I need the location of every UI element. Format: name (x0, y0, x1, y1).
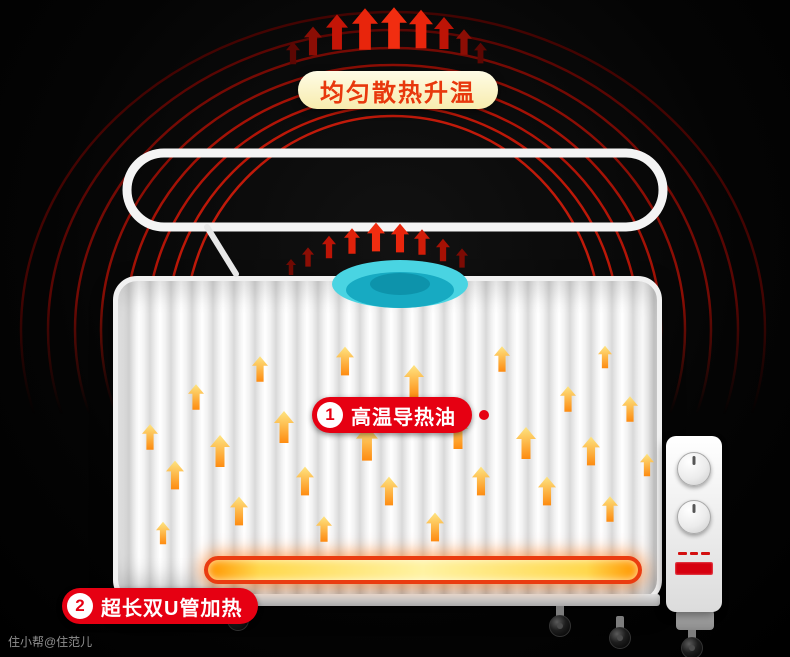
leader-dot-icon (479, 410, 489, 420)
brand-logo (675, 562, 713, 575)
oil-callout-number: 1 (317, 402, 343, 428)
caster-wheel (606, 616, 634, 652)
heater-base (126, 594, 660, 606)
panel-foot (676, 610, 714, 630)
wheel-icon (609, 627, 631, 649)
watermark: 住小帮@住范儿 (8, 635, 93, 649)
heater-body (113, 276, 662, 604)
heating-tube (204, 556, 642, 584)
oil-callout-badge: 1 高温导热油 (312, 397, 489, 433)
top-badge: 均匀散热升温 (298, 71, 498, 109)
tube-callout-label: 超长双U管加热 (101, 597, 243, 620)
caster-wheel (546, 604, 574, 640)
wheel-icon (549, 615, 571, 637)
wheel-icon (681, 637, 703, 657)
caster-wheel (678, 626, 706, 657)
tube-callout-badge: 2 超长双U管加热 (62, 588, 259, 624)
power-knob (677, 500, 711, 534)
top-badge-label: 均匀散热升温 (320, 79, 476, 107)
thermostat-knob (677, 452, 711, 486)
oil-callout-label: 高温导热油 (351, 406, 456, 429)
panel-markings (678, 552, 711, 555)
control-panel (666, 436, 722, 612)
tube-callout-number: 2 (67, 593, 93, 619)
